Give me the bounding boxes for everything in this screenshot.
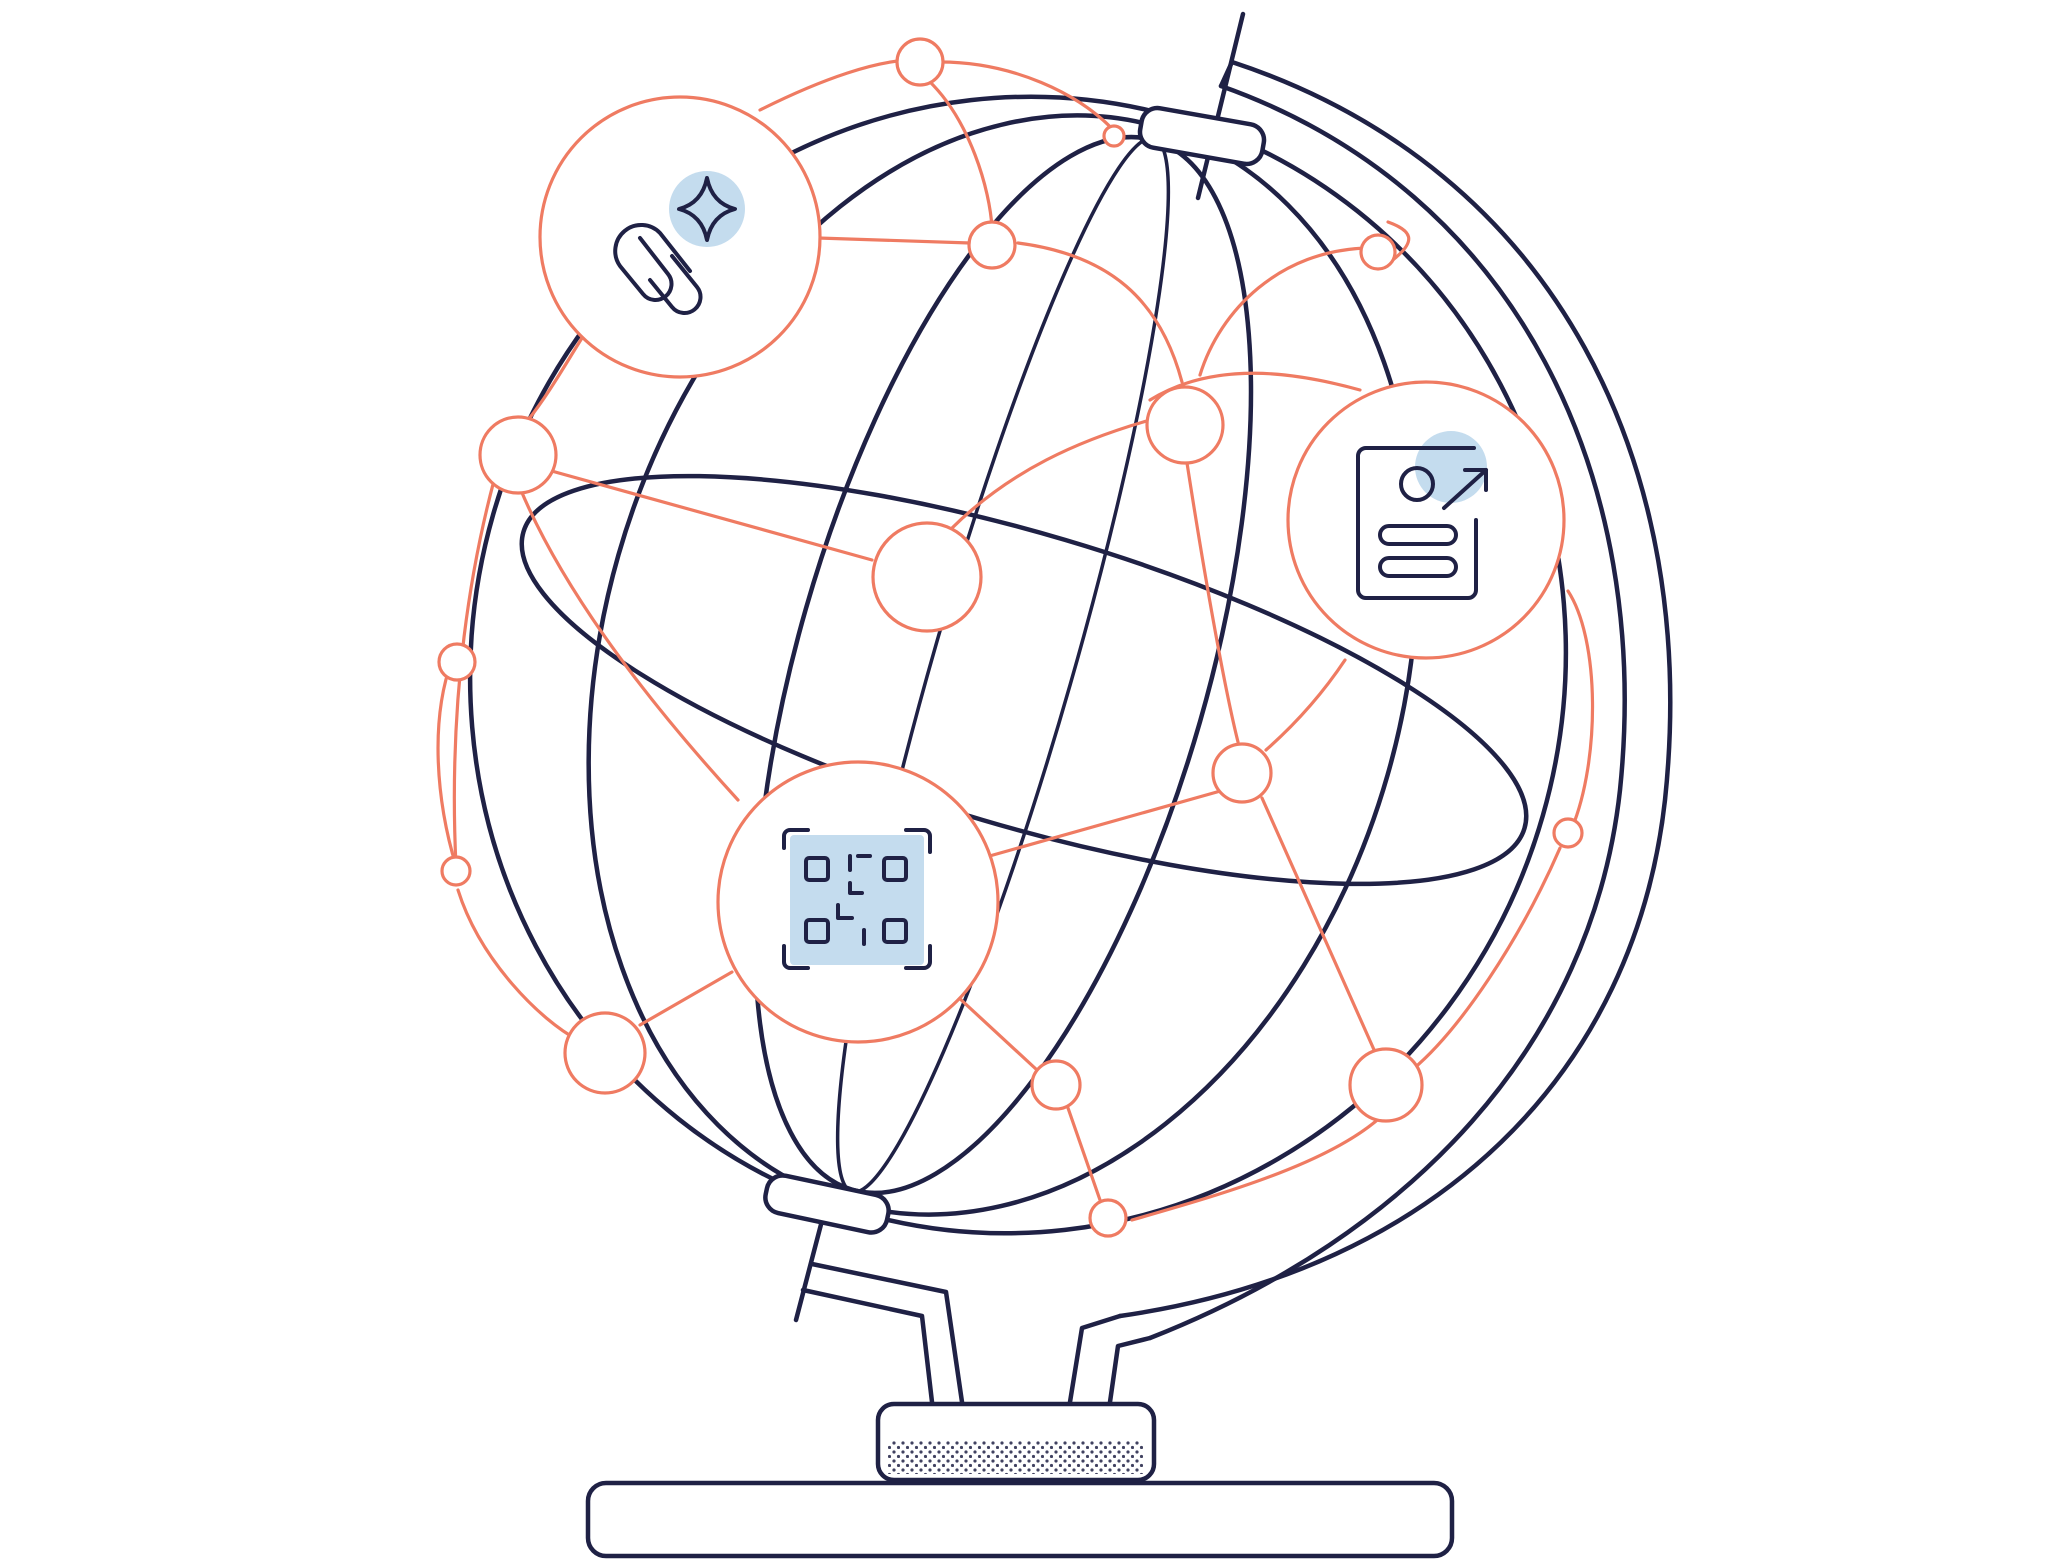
network-node	[1552, 817, 1584, 849]
network-node	[967, 220, 1017, 270]
stand-pedestal	[875, 1401, 1157, 1483]
document-share-icon	[1356, 431, 1488, 600]
network-node	[437, 642, 477, 682]
stand-base	[585, 1480, 1455, 1559]
globe-equator	[519, 473, 1529, 887]
network-node	[895, 37, 945, 87]
network-node	[440, 855, 472, 887]
network-node	[563, 1011, 647, 1095]
north-pole-cap	[1137, 105, 1267, 167]
network-links	[436, 58, 1595, 1222]
globe-wireframe	[467, 94, 1569, 1236]
globe-outline	[467, 94, 1569, 1236]
link-sparkle-icon	[613, 171, 745, 315]
network-node	[478, 415, 558, 495]
network-node	[1359, 233, 1397, 271]
network-nodes	[437, 37, 1584, 1238]
globe-meridian	[835, 136, 1171, 1194]
network-node	[1088, 1198, 1128, 1238]
qr-bubble	[716, 760, 1000, 1044]
globe-pole-caps	[763, 105, 1267, 1235]
network-node	[1348, 1047, 1424, 1123]
stand-neck	[809, 1261, 965, 1405]
network-node	[1030, 1059, 1082, 1111]
network-node	[1211, 742, 1273, 804]
link-bubble	[538, 95, 822, 379]
network-node	[1102, 124, 1126, 148]
document-bubble	[1286, 380, 1566, 660]
network-node	[1145, 385, 1225, 465]
network-node	[871, 521, 983, 633]
globe-stand	[585, 11, 1673, 1559]
meridian-ring	[793, 11, 1673, 1341]
qr-code-icon	[782, 828, 932, 970]
south-pole-cap	[763, 1173, 891, 1235]
